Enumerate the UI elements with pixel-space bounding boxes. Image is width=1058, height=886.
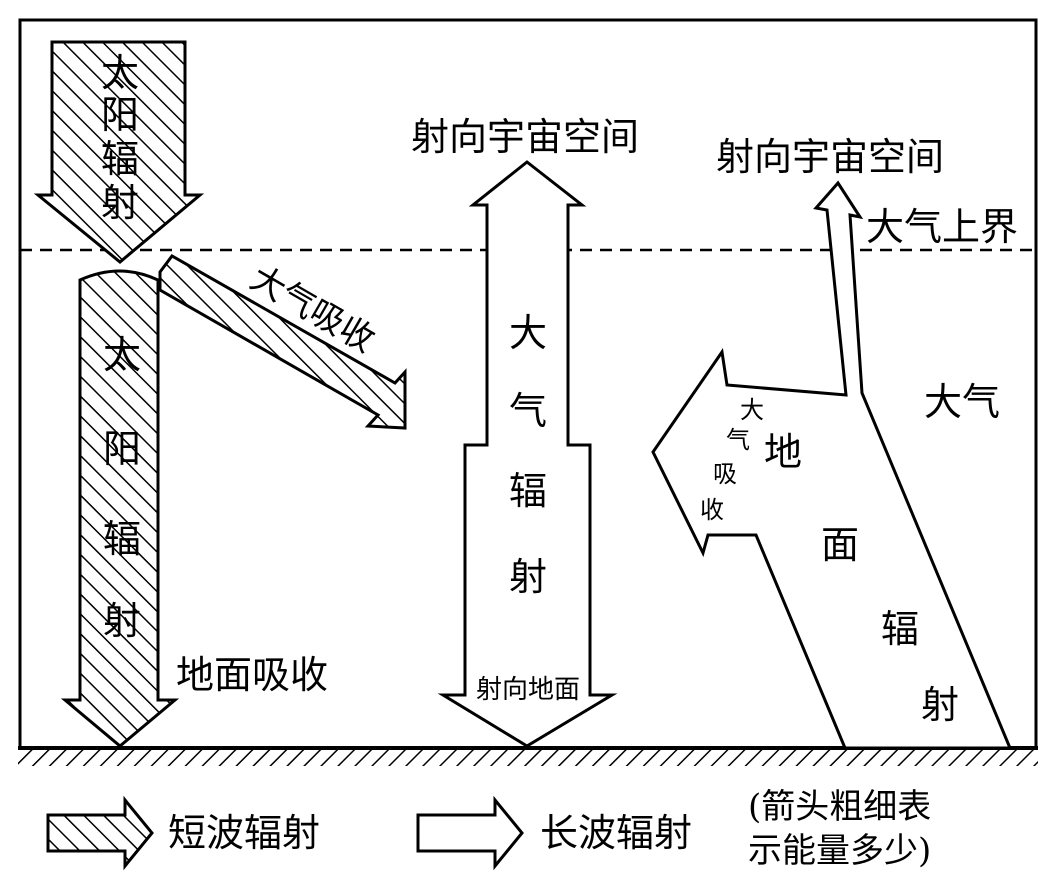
ground-radiation-char: 面 <box>821 523 859 567</box>
ground-radiation-char: 辐 <box>881 607 919 651</box>
atmosphere-absorption-arrow <box>158 254 407 430</box>
surface-solar-arrow <box>60 269 180 748</box>
incoming-solar-arrow <box>33 40 205 264</box>
surface-solar-char: 射 <box>103 599 141 643</box>
ground-radiation-char: 射 <box>921 683 959 727</box>
legend-shortwave-label: 短波辐射 <box>168 811 320 855</box>
legend-note-line1: (箭头粗细表 <box>748 787 931 827</box>
ground-hatch <box>18 748 1038 766</box>
atmosphere-absorbs-ground-char: 吸 <box>713 460 737 488</box>
atmospheric-radiation-char: 大 <box>509 311 547 355</box>
legend-shortwave-icon <box>46 795 154 871</box>
incoming-solar-char: 太 <box>101 51 139 95</box>
surface-solar-char: 阳 <box>103 427 141 471</box>
incoming-solar-char: 辐 <box>101 137 139 181</box>
ground-radiation-arrow <box>651 180 1013 750</box>
atmosphere-absorbs-ground-char: 收 <box>700 496 724 524</box>
incoming-solar-char: 射 <box>101 181 139 225</box>
atmospheric-radiation-char: 辐 <box>509 469 547 513</box>
radiation-to-space-label: 射向宇宙空间 <box>411 115 639 159</box>
radiation-to-ground-label: 射向地面 <box>476 675 580 705</box>
legend-longwave-label: 长波辐射 <box>540 811 692 855</box>
ground-radiation-to-space-label: 射向宇宙空间 <box>716 135 944 179</box>
surface-solar-char: 太 <box>103 333 141 377</box>
top-of-atmosphere-label: 大气上界 <box>866 205 1018 249</box>
legend-longwave-icon <box>416 795 524 871</box>
surface-solar-char: 辐 <box>103 517 141 561</box>
atmospheric-radiation-char: 射 <box>509 555 547 599</box>
atmosphere-absorbs-ground-char: 气 <box>726 426 750 454</box>
atmospheric-radiation-char: 气 <box>509 389 547 433</box>
ground-radiation-char: 地 <box>764 430 802 474</box>
incoming-solar-char: 阳 <box>101 93 139 137</box>
atmospheric-radiation-arrow <box>437 160 618 748</box>
legend-note-line2: 示能量多少) <box>748 831 931 871</box>
atmosphere-label: 大气 <box>924 380 1000 424</box>
ground-absorption-label: 地面吸收 <box>176 653 328 697</box>
atmosphere-absorbs-ground-char: 大 <box>740 396 764 424</box>
